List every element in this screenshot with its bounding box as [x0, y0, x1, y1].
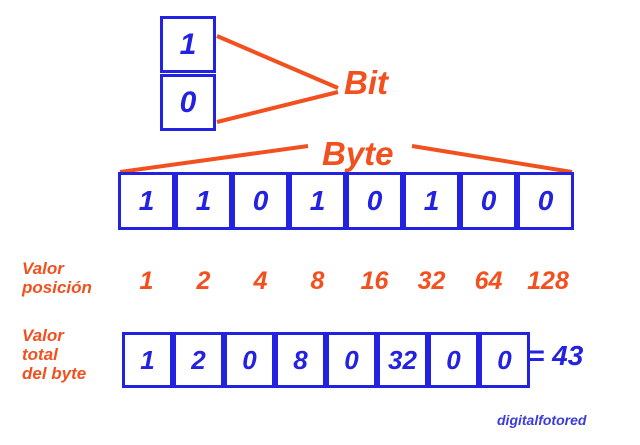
total-cell: 1: [122, 332, 173, 388]
position-value: 2: [196, 267, 211, 295]
total-cell: 32: [377, 332, 428, 388]
byte-cell: 0: [232, 172, 289, 230]
bit-label: Bit: [344, 64, 388, 101]
byte-connector-left: [119, 144, 309, 174]
position-value: 1: [139, 267, 154, 295]
total-cell: 0: [479, 332, 530, 388]
total-cell-value: 0: [497, 344, 512, 375]
valor-total-del-byte-label: Valor total del byte: [22, 326, 87, 383]
byte-cell-value: 1: [309, 185, 326, 216]
sum-result: = 43: [528, 340, 584, 371]
total-cell-value: 1: [140, 344, 155, 375]
watermark: digitalfotored: [497, 412, 587, 428]
position-value: 128: [527, 267, 569, 295]
total-cell: 0: [428, 332, 479, 388]
byte-cell: 0: [346, 172, 403, 230]
bit-connector-top: [216, 34, 339, 90]
bit-box-zero-value: 0: [179, 85, 197, 119]
byte-cell: 1: [118, 172, 175, 230]
byte-cell: 1: [403, 172, 460, 230]
byte-cell-value: 0: [537, 185, 554, 216]
byte-cell-value: 1: [195, 185, 212, 216]
total-cell-value: 8: [293, 344, 308, 375]
position-value: 32: [417, 267, 446, 295]
position-value: 8: [310, 267, 325, 295]
byte-cell-value: 0: [366, 185, 383, 216]
bit-box-zero: 0: [160, 74, 216, 131]
byte-connector-right: [411, 144, 573, 174]
total-cell: 8: [275, 332, 326, 388]
byte-cell-value: 0: [252, 185, 269, 216]
byte-cell: 0: [460, 172, 517, 230]
position-value: 16: [360, 267, 389, 295]
total-cell-value: 0: [344, 344, 359, 375]
bit-box-one-value: 1: [179, 27, 197, 61]
byte-cell-value: 0: [480, 185, 497, 216]
position-value: 4: [253, 267, 268, 295]
total-cell-value: 32: [388, 344, 417, 375]
byte-cell-value: 1: [423, 185, 440, 216]
bit-connector-bottom: [216, 90, 339, 124]
total-cell: 2: [173, 332, 224, 388]
total-cell: 0: [326, 332, 377, 388]
position-value: 64: [474, 267, 503, 295]
total-cell-value: 2: [191, 344, 206, 375]
total-cell-value: 0: [446, 344, 461, 375]
total-cell: 0: [224, 332, 275, 388]
byte-label: Byte: [322, 135, 394, 172]
byte-cell-value: 1: [138, 185, 155, 216]
byte-cell: 0: [517, 172, 574, 230]
byte-cell: 1: [175, 172, 232, 230]
bit-box-one: 1: [160, 16, 216, 73]
valor-posicion-label: Valor posición: [22, 259, 92, 297]
total-cell-value: 0: [242, 344, 257, 375]
byte-cell: 1: [289, 172, 346, 230]
